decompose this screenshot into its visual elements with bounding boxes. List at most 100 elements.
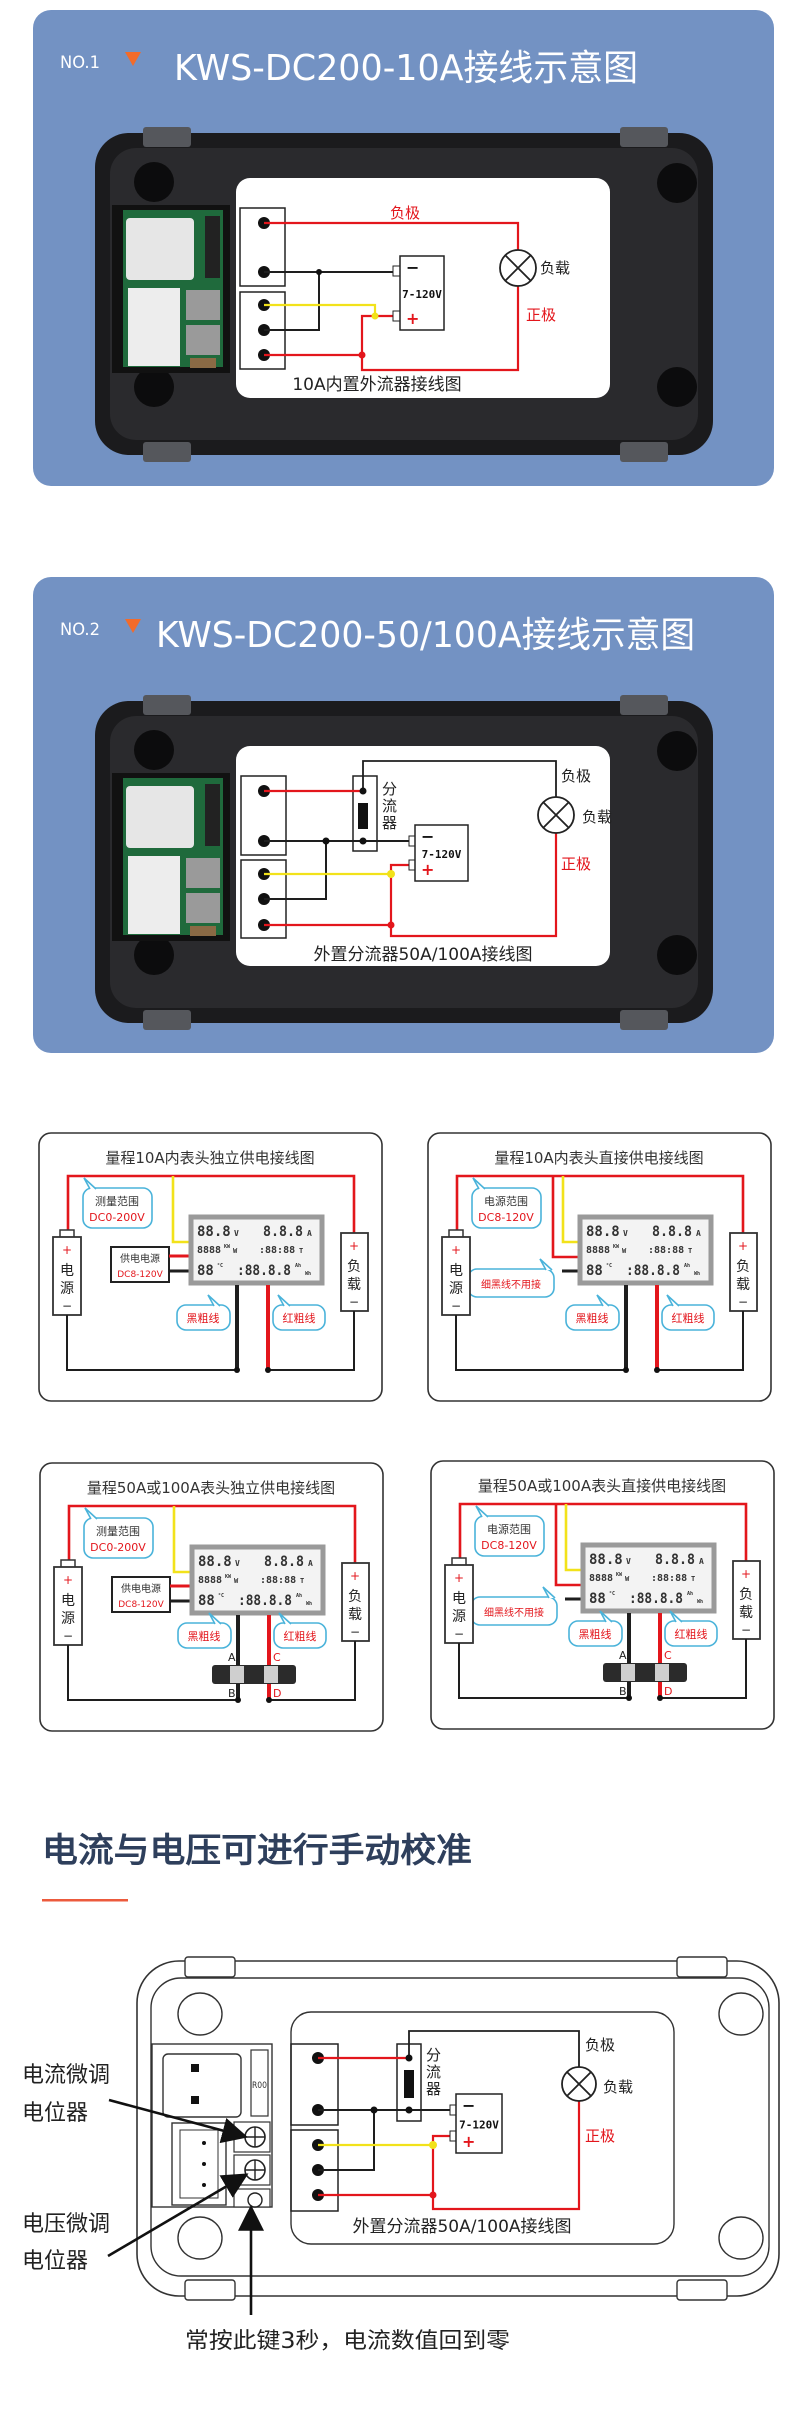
lcd-temperature: 88	[589, 1591, 606, 1607]
lcd-display	[188, 1214, 325, 1286]
lcd-power-unit-kw: KW	[224, 1244, 231, 1250]
lcd-energy-unit-ah: Ah	[687, 1591, 693, 1597]
calibration-heading: 电流与电压可进行手动校准	[42, 1831, 472, 1871]
supply-minus-sign: −	[462, 2096, 475, 2115]
diagram-title: 量程50A或100A表头独立供电接线图	[87, 1479, 335, 1497]
shunt-label-char: 器	[426, 2080, 441, 2098]
power-source-battery	[52, 1236, 82, 1316]
load-minus: −	[738, 1295, 748, 1309]
wire	[264, 303, 377, 316]
wire	[264, 221, 520, 250]
connector-pin	[191, 2064, 199, 2072]
lcd-energy-unit-ah: Ah	[684, 1263, 690, 1269]
shunt-label-char: 流	[382, 797, 397, 815]
sense-wire	[564, 1504, 583, 1572]
thin-red-wire	[551, 1176, 580, 1259]
mounting-bracket	[143, 695, 191, 715]
plate-caption: 外置分流器50A/100A接线图	[352, 2217, 571, 2237]
voltage-pot-label-line2: 电位器	[22, 2249, 88, 2274]
source-label-char: 电	[449, 1263, 463, 1279]
mounting-bracket	[143, 1010, 191, 1030]
load-label-char: 载	[348, 1607, 362, 1623]
shunt-terminal-label-b: B	[228, 1687, 236, 1700]
lcd-energy: :88.8.8	[238, 1593, 292, 1609]
mounting-bracket	[676, 1956, 728, 1978]
load-label-char: 载	[736, 1277, 750, 1293]
red-thick-wire-label: 红粗线	[283, 1311, 316, 1325]
supply-positive-wire	[458, 1502, 748, 1561]
lcd-power: 8888	[198, 1575, 222, 1586]
reset-button[interactable]	[190, 926, 216, 936]
load-label-char: 载	[347, 1277, 361, 1293]
screw-hole	[657, 367, 697, 407]
lamp-cross	[504, 254, 532, 282]
lcd-power-unit-kw: KW	[225, 1574, 232, 1580]
reset-button[interactable]	[190, 358, 216, 368]
callout-tail	[278, 1612, 292, 1625]
supply-positive-wire	[67, 1504, 357, 1563]
load-negative-wire	[268, 1311, 355, 1371]
source-label-char: 源	[449, 1281, 463, 1297]
shunt-terminal-label-c: C	[273, 1651, 281, 1664]
load-negative-wire	[660, 1639, 747, 1699]
aux-supply-range: DC8-120V	[117, 1270, 163, 1280]
black-thick-wire-label: 黑粗线	[188, 1629, 221, 1643]
power-source-battery	[53, 1566, 83, 1646]
connector-3pin-inner	[179, 2129, 219, 2199]
wire	[264, 840, 415, 900]
junction-dot	[405, 2054, 413, 2062]
aux-supply-range: DC8-120V	[118, 1600, 164, 1610]
shunt-terminal-label-b: B	[619, 1685, 627, 1698]
load-box	[340, 1232, 369, 1312]
thin-black-wire-note: 细黑线不用接	[481, 1278, 541, 1291]
mounting-bracket	[620, 127, 668, 147]
connector-pin	[191, 2096, 199, 2104]
lcd-temperature: 88	[586, 1263, 603, 1279]
plate-caption: 10A内置外流器接线图	[292, 375, 461, 395]
callout-tail	[542, 1586, 556, 1599]
lcd-power-unit-kw: KW	[613, 1244, 620, 1250]
supply-positive-wire	[66, 1174, 356, 1233]
source-label-char: 源	[61, 1611, 75, 1627]
connector-pin	[202, 2162, 206, 2166]
lcd-voltage-unit: V	[234, 1229, 239, 1238]
range-bubble-title: 测量范围	[96, 1524, 140, 1538]
supply-plus-sign: +	[421, 860, 434, 879]
screw-hole	[134, 367, 174, 407]
screw-hole	[134, 162, 174, 202]
source-minus: −	[451, 1299, 461, 1313]
shunt-terminal	[264, 1666, 278, 1683]
red-thick-wire-label: 红粗线	[284, 1629, 317, 1643]
source-minus: −	[454, 1627, 464, 1641]
mounting-bracket	[676, 2279, 728, 2301]
shunt-terminal-label-d: D	[273, 1687, 281, 1700]
lcd-temperature-unit: °C	[217, 1263, 223, 1269]
lcd-time-unit: T	[691, 1575, 695, 1583]
callout-tail	[277, 1294, 291, 1307]
voltage-pot-label-line1: 电压微调	[22, 2212, 110, 2237]
shunt-resistor	[250, 2049, 269, 2117]
junction-dot	[429, 2141, 437, 2149]
diagram-title: 量程10A内表头独立供电接线图	[105, 1149, 314, 1167]
lcd-temperature: 88	[197, 1263, 214, 1279]
zero-reset-button[interactable]	[247, 2192, 263, 2208]
lcd-voltage: 88.8	[586, 1224, 620, 1240]
lcd-voltage-unit: V	[623, 1229, 628, 1238]
wire	[318, 2109, 456, 2171]
pot-slot	[245, 2127, 265, 2147]
wire	[408, 2030, 580, 2067]
source-label-char: 电	[452, 1591, 466, 1607]
voltage-trim-pot	[186, 325, 220, 355]
lcd-power: 8888	[197, 1245, 221, 1256]
load-plus: +	[738, 1239, 748, 1253]
supply-box	[414, 824, 469, 882]
range-bubble-title: 电源范围	[487, 1522, 531, 1536]
lcd-display	[189, 1544, 326, 1616]
junction-dot	[235, 1697, 241, 1703]
lcd-current-unit: A	[699, 1557, 704, 1566]
current-pot-label-line2: 电位器	[22, 2101, 88, 2126]
arrow-to-voltage-pot-icon	[107, 2173, 249, 2258]
